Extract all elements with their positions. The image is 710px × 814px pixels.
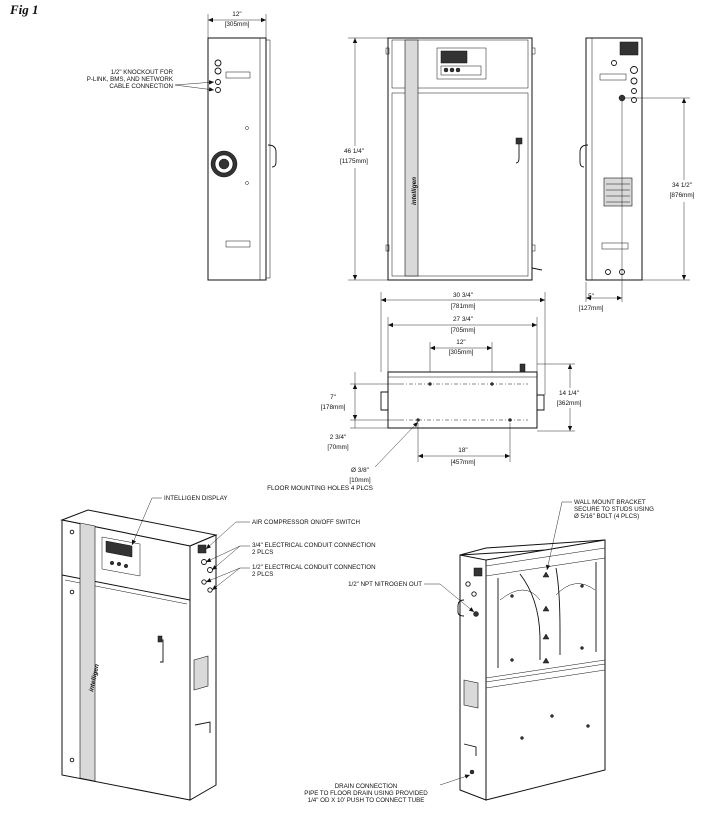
top-view: 30 3/4" [781mm] 27 3/4" [705mm] 12" [305… bbox=[267, 292, 587, 492]
bracket-note-line1: WALL MOUNT BRACKET bbox=[574, 499, 646, 506]
iso-back-face bbox=[485, 539, 606, 801]
top-depth-upper-metric: [178mm] bbox=[321, 404, 346, 411]
drain-note-line3: 1/4" OD X 10' PUSH TO CONNECT TUBE bbox=[308, 797, 425, 804]
display-screen bbox=[440, 50, 468, 64]
lower-door bbox=[391, 92, 529, 277]
hole-dia-metric: [10mm] bbox=[349, 477, 371, 484]
iso-vent-grille bbox=[193, 655, 209, 691]
fan-grille-icon bbox=[210, 150, 238, 178]
back-height-imperial: 34 1/2" bbox=[672, 182, 692, 189]
bracket-note-line2: SECURE TO STUDS USING bbox=[574, 506, 654, 513]
conduit-12-label-line1: 1/2" ELECTRICAL CONDUIT CONNECTION bbox=[252, 564, 376, 571]
top-depth-upper-imperial: 7" bbox=[330, 394, 336, 401]
drain-note-line1: DRAIN CONNECTION bbox=[335, 783, 398, 790]
front-height-imperial: 46 1/4" bbox=[344, 148, 364, 155]
conduit-34-label-line2: 2 PLCS bbox=[252, 549, 273, 556]
back-body bbox=[585, 37, 643, 281]
nitrogen-out-label: 1/2" NPT NITROGEN OUT bbox=[348, 581, 422, 588]
knockout-note-line1: 1/2" KNOCKOUT FOR bbox=[111, 69, 174, 76]
iso-display-screen bbox=[105, 540, 133, 558]
top-body bbox=[387, 371, 538, 429]
display-panel bbox=[436, 47, 487, 80]
top-stud-metric: [305mm] bbox=[449, 349, 474, 356]
conduit-12-label-line2: 2 PLCS bbox=[252, 571, 273, 578]
side-view: 12" [305mm] 1/2" KNOCKOUT FOR P-LINK, BM… bbox=[87, 11, 277, 281]
iso-brand-strip bbox=[79, 522, 96, 782]
top-overall-metric: [781mm] bbox=[451, 303, 476, 310]
front-view: 46 1/4" [1175mm] intelligen bbox=[340, 37, 543, 281]
back-handle-icon bbox=[579, 144, 589, 168]
iso-front-view: intelligen INTELLIGEN DISPLAY AIR COMPRE… bbox=[60, 495, 376, 801]
iso-switch-icon bbox=[197, 544, 207, 554]
drain-fitting bbox=[469, 769, 475, 775]
floor-holes-note: FLOOR MOUNTING HOLES 4 PLCS bbox=[267, 485, 373, 492]
top-floor-metric: [457mm] bbox=[451, 459, 476, 466]
nitrogen-out-fitting bbox=[473, 611, 479, 617]
back-view: 34 1/2" [876mm] 5" [127mm] bbox=[579, 37, 700, 312]
brand-logo-front: intelligen bbox=[411, 177, 418, 205]
back-vent-grille bbox=[603, 177, 633, 207]
side-width-metric: [305mm] bbox=[225, 21, 250, 28]
knockout-note-line3: CABLE CONNECTION bbox=[109, 83, 173, 90]
side-width-imperial: 12" bbox=[232, 11, 241, 18]
bracket-bolt-icons bbox=[542, 571, 550, 664]
figure-label: Fig 1 bbox=[10, 2, 39, 17]
iso-back-vent-grille bbox=[463, 679, 479, 709]
door-handle-icon bbox=[515, 142, 520, 164]
brand-strip bbox=[404, 39, 419, 277]
top-stud-imperial: 12" bbox=[456, 339, 465, 346]
drain-note-line2: PIPE TO FLOOR DRAIN USING PROVIDED bbox=[304, 790, 428, 797]
handle-icon bbox=[267, 144, 277, 168]
upper-door bbox=[391, 39, 529, 89]
top-depth-total-imperial: 14 1/4" bbox=[559, 390, 579, 397]
back-switch-plate bbox=[619, 41, 639, 56]
back-height-metric: [876mm] bbox=[670, 192, 695, 199]
intelligen-display-label: INTELLIGEN DISPLAY bbox=[164, 495, 228, 502]
top-floor-imperial: 18" bbox=[458, 447, 467, 454]
top-depth-lower-imperial: 2 3/4" bbox=[330, 434, 346, 441]
top-body-imperial: 27 3/4" bbox=[453, 316, 473, 323]
bracket-note-line3: Ø 5/16" BOLT (4 PLCS) bbox=[574, 513, 639, 520]
iso-back-handle-icon bbox=[457, 599, 465, 617]
top-overall-imperial: 30 3/4" bbox=[453, 292, 473, 299]
back-offset-imperial: 5" bbox=[588, 293, 594, 300]
back-offset-metric: [127mm] bbox=[579, 305, 604, 312]
front-height-metric: [1175mm] bbox=[340, 158, 368, 165]
air-switch-label: AIR COMPRESSOR ON/OFF SWITCH bbox=[252, 519, 360, 526]
knockout-note-line2: P-LINK, BMS, AND NETWORK bbox=[87, 76, 174, 83]
top-depth-lower-metric: [70mm] bbox=[327, 444, 349, 451]
top-depth-total-metric: [362mm] bbox=[557, 400, 582, 407]
hole-dia-imperial: Ø 3/8" bbox=[351, 467, 369, 474]
side-vent-slot bbox=[225, 71, 251, 79]
top-body-metric: [705mm] bbox=[451, 327, 476, 334]
iso-back-view: WALL MOUNT BRACKET SECURE TO STUDS USING… bbox=[304, 499, 654, 804]
conduit-34-label-line1: 3/4" ELECTRICAL CONDUIT CONNECTION bbox=[252, 542, 376, 549]
